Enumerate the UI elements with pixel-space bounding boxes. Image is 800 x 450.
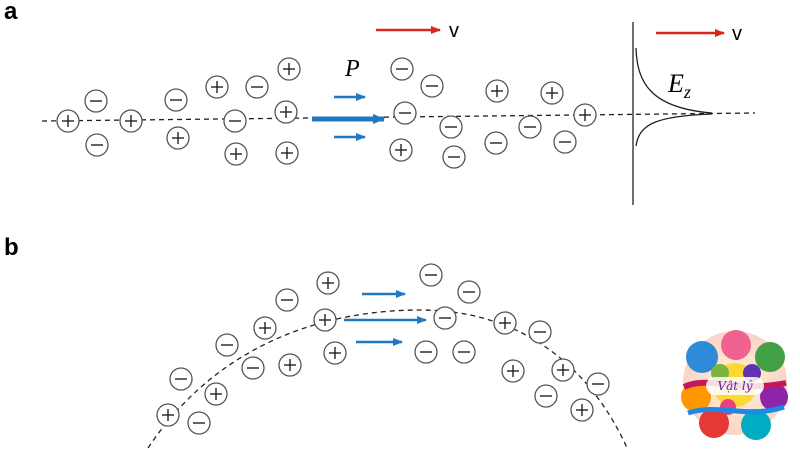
negative-charge-b: [169, 367, 193, 391]
negative-charge-a: [553, 130, 577, 154]
positive-charge-b: [323, 341, 347, 365]
negative-charge-a: [390, 57, 414, 81]
negative-charge-b: [419, 263, 443, 287]
negative-charge-b: [187, 411, 211, 435]
negative-charge-b: [215, 333, 239, 357]
negative-charge-b: [528, 320, 552, 344]
positive-charge-b: [313, 308, 337, 332]
positive-charge-b: [156, 403, 180, 427]
positive-charge-a: [119, 109, 143, 133]
positive-charge-b: [204, 382, 228, 406]
panel-a-label: a: [4, 0, 18, 25]
positive-charge-b: [253, 316, 277, 340]
negative-charge-b: [433, 306, 457, 330]
negative-charge-a: [85, 133, 109, 157]
negative-charge-b: [275, 288, 299, 312]
negative-charge-a: [245, 75, 269, 99]
negative-charge-a: [84, 89, 108, 113]
charges-b: [156, 263, 610, 435]
negative-charge-a: [439, 115, 463, 139]
axis-line: [41, 112, 756, 122]
charges-a: [56, 57, 597, 169]
positive-charge-a: [224, 142, 248, 166]
logo: Vật lý: [681, 330, 788, 440]
positive-charge-a: [274, 100, 298, 124]
negative-charge-a: [223, 109, 247, 133]
negative-charge-a: [518, 115, 542, 139]
negative-charge-b: [241, 356, 265, 380]
positive-charge-a: [573, 103, 597, 127]
positive-charge-b: [316, 271, 340, 295]
positive-charge-a: [389, 138, 413, 162]
polarization-label: P: [344, 56, 360, 82]
positive-charge-a: [275, 141, 299, 165]
panel-b-label: b: [4, 234, 19, 261]
negative-charge-b: [452, 340, 476, 364]
curved-surface-line: [147, 309, 629, 450]
negative-charge-a: [442, 145, 466, 169]
velocity-label-field: v: [732, 23, 742, 45]
negative-charge-a: [164, 88, 188, 112]
positive-charge-b: [501, 359, 525, 383]
field-decay-curve-top: [635, 47, 713, 114]
field-decay-curve-bottom: [635, 113, 713, 147]
negative-charge-b: [534, 384, 558, 408]
positive-charge-b: [551, 358, 575, 382]
logo-text: Vật lý: [717, 379, 752, 393]
negative-charge-b: [586, 372, 610, 396]
positive-charge-a: [540, 81, 564, 105]
negative-charge-a: [484, 131, 508, 155]
field-label: Ez: [667, 69, 691, 102]
panel-a: a v v P Ez: [4, 0, 756, 205]
positive-charge-a: [205, 75, 229, 99]
negative-charge-b: [414, 340, 438, 364]
positive-charge-a: [485, 79, 509, 103]
negative-charge-a: [420, 74, 444, 98]
velocity-label: v: [449, 20, 459, 42]
positive-charge-b: [493, 311, 517, 335]
positive-charge-a: [56, 109, 80, 133]
positive-charge-a: [166, 126, 190, 150]
negative-charge-b: [457, 280, 481, 304]
negative-charge-a: [393, 101, 417, 125]
panel-b: b: [4, 234, 629, 450]
positive-charge-a: [277, 57, 301, 81]
positive-charge-b: [570, 398, 594, 422]
positive-charge-b: [278, 353, 302, 377]
